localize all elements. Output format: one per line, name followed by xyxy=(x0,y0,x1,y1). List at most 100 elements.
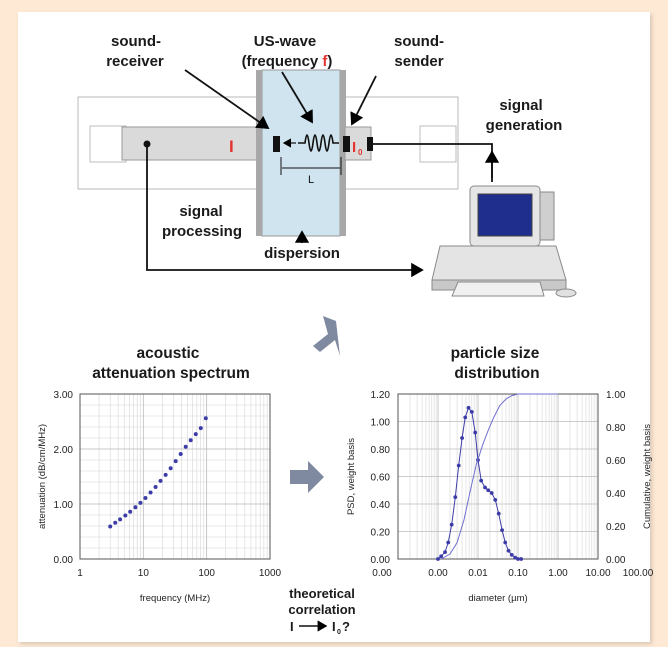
chart1-data-point xyxy=(153,484,158,489)
chart1-data-point xyxy=(118,517,123,522)
signal-processing-label-line2: processing xyxy=(162,223,242,240)
receiver-transducer xyxy=(273,136,280,152)
chart2-psd-point xyxy=(506,548,511,553)
chart2-y2-tick-label: 0.40 xyxy=(606,489,626,500)
chart2-psd-point xyxy=(496,511,501,516)
receiver-housing-left xyxy=(89,125,127,163)
chart2-psd-point xyxy=(486,488,491,493)
chart1-data-point xyxy=(158,478,163,483)
sender-transducer xyxy=(343,136,350,152)
intensity-I0-label: I xyxy=(352,139,356,156)
theoretical-label: theoretical xyxy=(289,586,355,601)
chart1-data-point xyxy=(198,426,203,431)
computer-icon xyxy=(431,185,577,298)
chart2-y2-tick-label: 0.00 xyxy=(606,555,626,566)
chart2-psd-point xyxy=(519,557,524,561)
chart2-psd-point xyxy=(516,557,520,561)
signal-processing-wire xyxy=(146,144,424,278)
chart2-psd-point xyxy=(436,557,440,561)
chart1-x-tick-label: 10 xyxy=(138,568,150,579)
chart1-data-point xyxy=(203,416,208,421)
chart2-psd-point xyxy=(479,478,484,483)
chart1-data-point xyxy=(163,472,168,477)
chart2-y2-axis-label: Cumulative, weight basis xyxy=(642,424,653,529)
chart2-psd-point xyxy=(493,497,498,502)
chart2-psd-point xyxy=(453,495,458,500)
chart1-data-point xyxy=(173,459,178,464)
chart2-psd-point xyxy=(463,415,468,420)
signal-generation-label-line2: generation xyxy=(486,117,563,134)
chart2-y2-tick-label: 0.60 xyxy=(606,456,626,467)
chart1-data-point xyxy=(143,495,148,500)
chart1-y-tick-label: 2.00 xyxy=(54,445,74,456)
chart2-psd-point xyxy=(446,540,451,545)
relation-I0-label: I xyxy=(332,619,336,634)
dispersion-tank xyxy=(261,69,341,237)
chart1-x-tick-label: 1000 xyxy=(259,568,282,579)
chart2-y-tick-label: 1.00 xyxy=(371,418,391,429)
chart2-psd-point xyxy=(473,430,478,435)
us-wave-label: US-wave xyxy=(254,33,317,50)
dispersion-label: dispersion xyxy=(264,245,340,262)
chart2-y-tick-label: 0.00 xyxy=(371,555,391,566)
chart2-title-line2: distribution xyxy=(454,365,539,382)
chart2-psd-point xyxy=(489,491,494,495)
chart2-y-tick-label: 1.20 xyxy=(371,390,391,401)
intensity-I-label: I xyxy=(229,137,234,156)
chart2-x-tick-label: 100.00 xyxy=(623,568,654,579)
chart2-psd-point xyxy=(466,405,471,410)
sound-receiver-label-line1: sound- xyxy=(111,33,161,50)
intensity-I0-subscript: 0 xyxy=(358,148,363,157)
chart1-data-point xyxy=(188,438,193,443)
chart2-y2-tick-label: 0.80 xyxy=(606,423,626,434)
chart1-data-point xyxy=(128,509,133,514)
chart1-data-point xyxy=(193,432,198,437)
chart2-psd-line xyxy=(437,406,522,560)
chart2-y-tick-label: 0.20 xyxy=(371,528,391,539)
sound-sender-label-line2: sender xyxy=(394,53,443,70)
signal-generation-label-line1: signal xyxy=(499,97,542,114)
chart2-x-tick-label: 1.00 xyxy=(548,568,568,579)
signal-processing-label-line1: signal xyxy=(179,203,222,220)
chart2-psd-point xyxy=(443,550,447,555)
chart2-psd-point xyxy=(469,409,474,414)
correlation-label: correlation xyxy=(288,602,355,617)
chart2-x-axis-label: diameter (µm) xyxy=(468,593,527,604)
sound-receiver-label-line2: receiver xyxy=(106,53,164,70)
chart1-data-point xyxy=(178,451,183,456)
sender-connector xyxy=(367,137,373,151)
relation-I-label: I xyxy=(290,619,294,634)
chart1-data-point xyxy=(138,500,143,505)
chart1-x-tick-label: 100 xyxy=(198,568,215,579)
wave-pointer-arrow xyxy=(281,71,313,124)
chart2-x-tick-label: 0.10 xyxy=(508,568,528,579)
chart2-y-tick-label: 0.60 xyxy=(371,473,391,484)
chart2-psd-point xyxy=(500,528,504,533)
chart2-y-tick-label: 0.40 xyxy=(371,500,391,511)
chart1-y-axis-label: attenuation (dB/cm/MHz) xyxy=(37,424,48,529)
receiver-pointer-arrow xyxy=(184,69,270,130)
chart2-psd-point xyxy=(513,555,518,560)
chart2-psd-point xyxy=(503,540,508,545)
chart2-plot-frame xyxy=(397,393,599,560)
chart2-y2-tick-label: 0.20 xyxy=(606,522,626,533)
chart2-psd-point xyxy=(460,436,464,440)
chart1-data-point xyxy=(168,466,173,471)
chart1-plot-frame xyxy=(79,393,271,560)
chart2-y-axis-label: PSD, weight basis xyxy=(346,438,357,515)
chart2-psd-point xyxy=(456,463,461,468)
chart2-x-tick-label: 0.01 xyxy=(468,568,488,579)
right-arrow-icon xyxy=(290,461,324,493)
chart2-psd-point xyxy=(509,552,514,557)
ultrasound-wave xyxy=(298,134,339,152)
chart1-data-point xyxy=(113,520,118,525)
chart1-x-tick-label: 1 xyxy=(77,568,83,579)
us-wave-frequency-label: (frequency f) xyxy=(242,53,333,70)
chart1-y-tick-label: 3.00 xyxy=(54,390,74,401)
chart1-data-point xyxy=(133,505,138,510)
relation-question-mark: ? xyxy=(342,619,350,634)
sender-pointer-arrow xyxy=(350,75,377,126)
